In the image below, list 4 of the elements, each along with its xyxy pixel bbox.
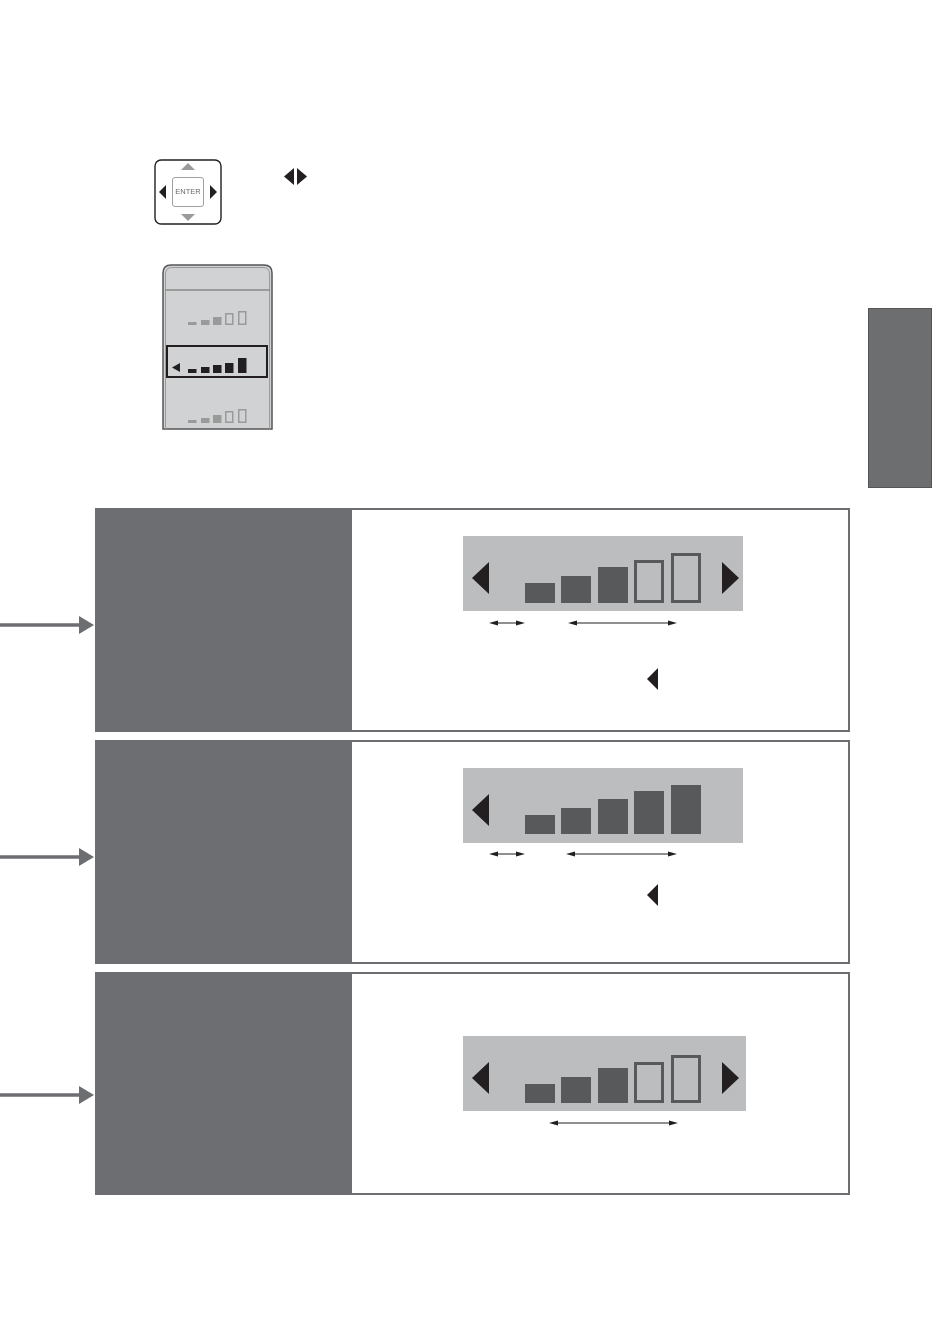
side-tab xyxy=(868,308,932,488)
arrow xyxy=(0,848,94,866)
arrow xyxy=(0,616,94,634)
arrow xyxy=(0,1086,94,1104)
